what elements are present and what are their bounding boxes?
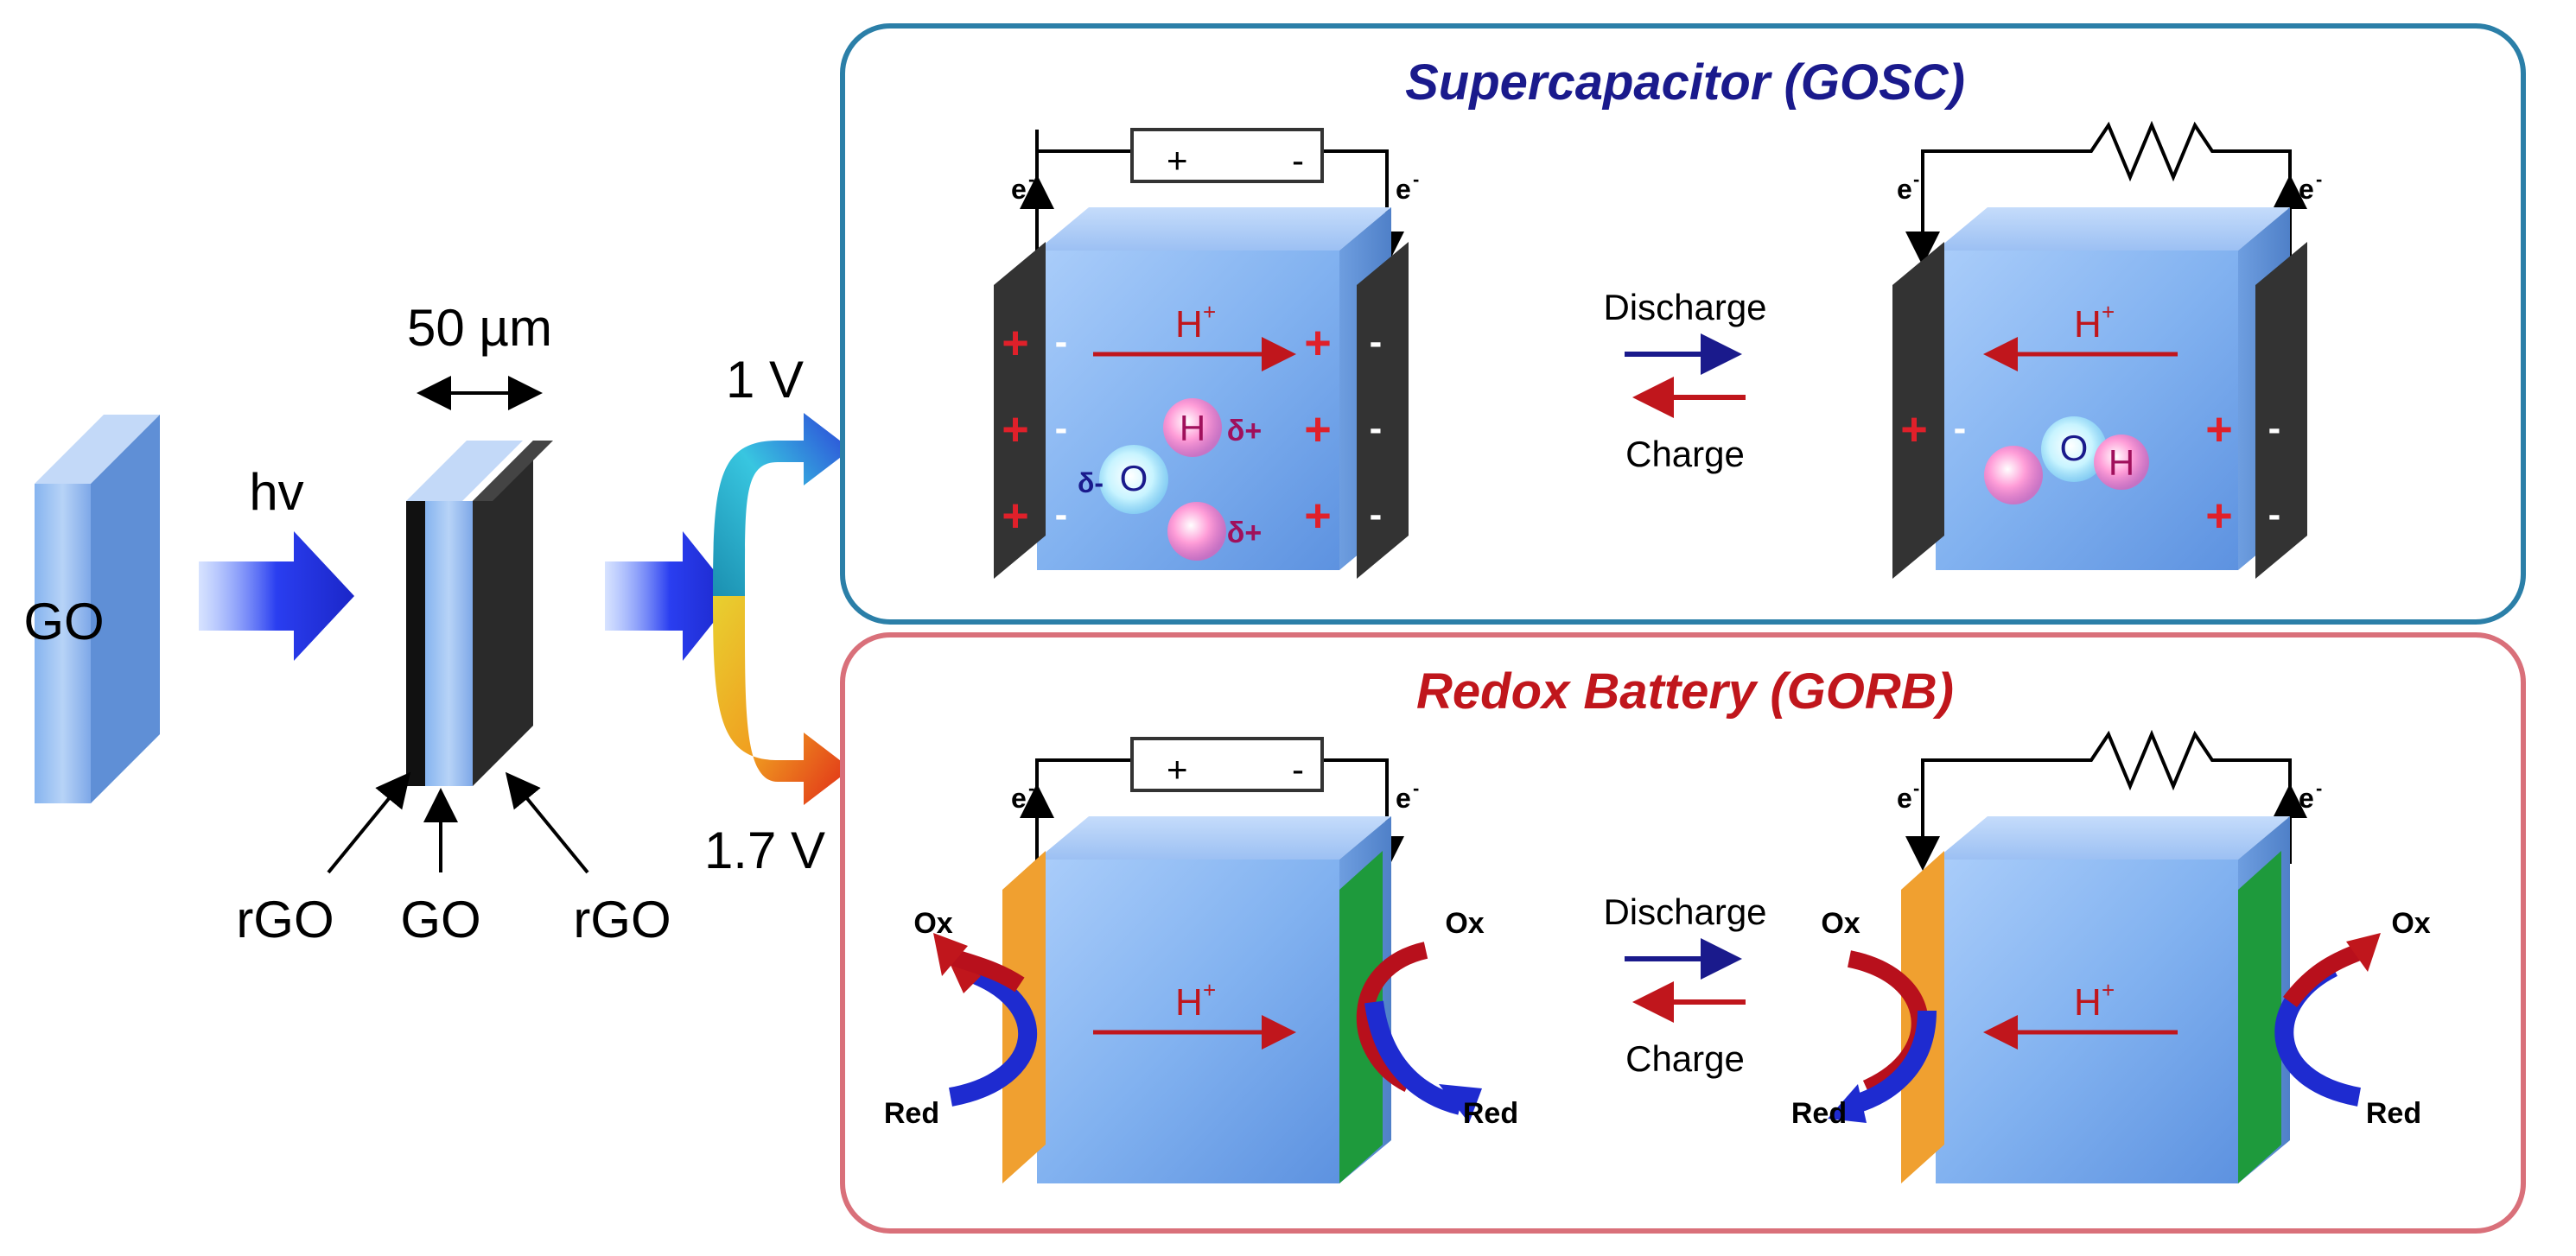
svg-text:-: - (1413, 168, 1419, 190)
gosc-charge-cell: + - e - e - + + + - - - + + + - - (994, 128, 1419, 579)
layer-label-rgo-right: rGO (573, 891, 671, 948)
svg-text:-: - (1028, 168, 1034, 190)
layer-label-rgo-left: rGO (236, 891, 334, 948)
electron-label: e (1011, 174, 1027, 205)
svg-text:+: + (1203, 977, 1216, 1003)
redox-battery-panel: Redox Battery (GORB) + - e - e - H + (840, 632, 2526, 1234)
svg-text:-: - (1413, 777, 1419, 799)
gorb-discharge-cell: e - e - H + Ox Red Ox Red (1791, 729, 2431, 1183)
svg-text:e: e (1897, 783, 1912, 814)
supercapacitor-panel: Supercapacitor (GOSC) + - e - e - + + + … (840, 23, 2526, 625)
voltage-fork: 1 V 1.7 V (605, 351, 851, 879)
oxygen-atom (1099, 445, 1168, 514)
voltage-top-label: 1 V (726, 351, 804, 409)
svg-text:+: + (2102, 977, 2115, 1003)
svg-text:-: - (2268, 407, 2281, 449)
svg-text:+: + (2102, 299, 2115, 325)
svg-text:-: - (1055, 320, 1068, 363)
thickness-label: 50 µm (407, 299, 552, 357)
ox-label: Ox (913, 907, 952, 940)
battery-icon (1130, 128, 1324, 183)
svg-text:+: + (2205, 490, 2233, 542)
svg-text:-: - (1055, 493, 1068, 536)
svg-text:H: H (2074, 981, 2102, 1024)
gorb-direction-legend: Discharge Charge (1603, 891, 1766, 1079)
svg-text:Ox: Ox (2391, 907, 2430, 940)
svg-text:-: - (1370, 320, 1383, 363)
svg-text:-: - (1370, 493, 1383, 536)
electron-label: e (1396, 174, 1411, 205)
svg-text:H: H (1175, 981, 1203, 1024)
svg-text:-: - (1954, 407, 1967, 449)
svg-text:+: + (1002, 403, 1029, 455)
proton-label: H (1175, 303, 1203, 346)
svg-text:O: O (2060, 428, 2089, 468)
hv-arrow: hv (199, 463, 354, 661)
svg-text:-: - (1913, 168, 1919, 190)
discharge-label: Discharge (1603, 287, 1766, 327)
svg-text:+: + (1900, 403, 1928, 455)
battery-plus: + (1167, 140, 1188, 181)
svg-text:+: + (1002, 317, 1029, 369)
gorb-charge-cell: + - e - e - H + Ox Red (884, 737, 1518, 1183)
svg-text:Discharge: Discharge (1603, 891, 1766, 932)
layer-label-go: GO (400, 891, 480, 948)
svg-text:Red: Red (1791, 1097, 1847, 1130)
svg-text:H: H (2109, 442, 2134, 483)
battery-minus: - (1292, 140, 1304, 181)
svg-text:Ox: Ox (1445, 907, 1484, 940)
thickness-dimension: 50 µm (407, 299, 552, 410)
svg-text:+: + (1304, 403, 1332, 455)
svg-text:-: - (2268, 493, 2281, 536)
rgo-go-rgo-stack (406, 441, 553, 786)
svg-text:e: e (1396, 783, 1411, 814)
gosc-discharge-cell: e - e - + - + + - - H + O H (1892, 120, 2322, 579)
svg-text:+: + (1002, 490, 1029, 542)
svg-text:Ox: Ox (1821, 907, 1860, 940)
svg-text:H: H (1180, 408, 1205, 448)
svg-text:-: - (1913, 777, 1919, 799)
hydrogen-atom (1163, 398, 1222, 457)
battery-icon (1130, 737, 1324, 792)
svg-text:-: - (2316, 777, 2322, 799)
svg-text:e: e (1011, 783, 1027, 814)
svg-text:Red: Red (2366, 1097, 2421, 1130)
svg-text:-: - (1028, 777, 1034, 799)
go-slab: GO (23, 415, 160, 803)
supercapacitor-title: Supercapacitor (GOSC) (1405, 54, 1965, 111)
svg-text:+: + (1304, 317, 1332, 369)
go-label: GO (23, 593, 104, 650)
svg-text:-: - (1292, 749, 1304, 790)
svg-text:δ+: δ+ (1227, 517, 1262, 549)
svg-text:e: e (2299, 174, 2314, 205)
svg-text:-: - (2316, 168, 2322, 190)
gosc-direction-legend: Discharge Charge (1603, 287, 1766, 474)
svg-text:Red: Red (1463, 1097, 1518, 1130)
hv-label: hv (249, 463, 303, 521)
svg-text:e: e (1897, 174, 1912, 205)
red-label: Red (884, 1097, 939, 1130)
svg-text:+: + (1304, 490, 1332, 542)
layer-pointers: rGO GO rGO (236, 771, 671, 948)
svg-text:δ+: δ+ (1227, 415, 1262, 447)
svg-text:+: + (1203, 299, 1216, 325)
svg-text:e: e (2299, 783, 2314, 814)
svg-text:O: O (1120, 458, 1148, 498)
svg-text:δ-: δ- (1078, 467, 1104, 498)
resistor-icon (1921, 120, 2292, 216)
charge-label: Charge (1625, 434, 1745, 474)
resistor-icon (1921, 729, 2292, 816)
hydrogen-atom (1167, 502, 1226, 561)
redox-battery-title: Redox Battery (GORB) (1416, 663, 1954, 720)
svg-text:-: - (1370, 407, 1383, 449)
svg-text:+: + (2205, 403, 2233, 455)
voltage-bottom-label: 1.7 V (704, 821, 825, 879)
svg-text:Charge: Charge (1625, 1038, 1745, 1079)
svg-text:-: - (1055, 407, 1068, 449)
svg-text:H: H (2074, 303, 2102, 346)
svg-text:+: + (1167, 749, 1188, 790)
